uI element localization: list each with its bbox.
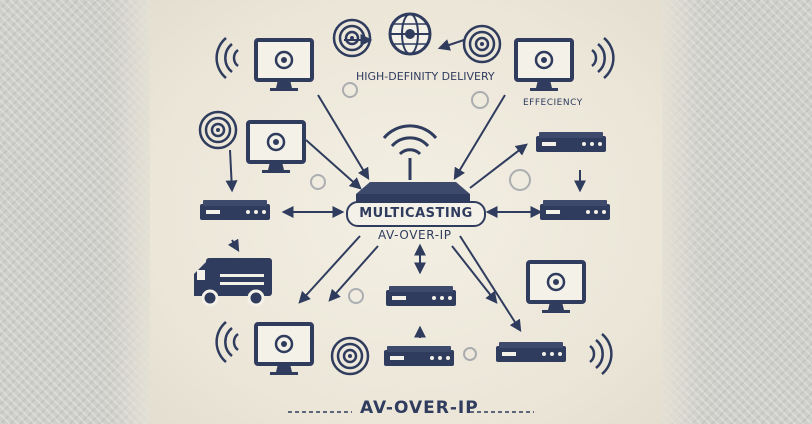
monitor-icon: [254, 322, 314, 377]
signal-waves-icon: [590, 36, 615, 80]
video-encoder-icon: [386, 286, 456, 306]
texture-right: [632, 0, 812, 424]
signal-waves-icon: [588, 332, 613, 376]
signal-waves-icon: [215, 320, 240, 364]
av-over-ip-center-label: AV-OVER-IP: [378, 228, 452, 242]
camera-icon: [310, 82, 531, 361]
wifi-icon: [382, 124, 438, 180]
monitor-icon: [246, 120, 306, 175]
video-encoder-icon: [540, 200, 610, 220]
efficiency-label: EFFECIENCY: [523, 98, 583, 108]
globe-icon: [388, 12, 432, 56]
video-encoder-icon: [384, 346, 454, 366]
van-icon: [194, 258, 272, 307]
monitor-icon: [254, 38, 314, 93]
router-icon: [356, 182, 470, 202]
signal-target-icon: [332, 18, 372, 58]
av-over-ip-title: AV-OVER-IP: [360, 398, 479, 418]
video-encoder-icon: [496, 342, 566, 362]
connection-lines: [225, 34, 586, 338]
monitor-icon: [514, 38, 574, 93]
signal-target-icon: [462, 24, 502, 64]
video-encoder-icon: [536, 132, 606, 152]
signal-target-icon: [330, 336, 370, 376]
multicasting-label: MULTICASTING: [346, 201, 486, 227]
signal-target-icon: [198, 110, 238, 150]
signal-waves-icon: [215, 36, 240, 80]
high-definition-label: HIGH-DEFINITY DELIVERY: [356, 70, 495, 83]
video-encoder-icon: [200, 200, 270, 220]
monitor-icon: [526, 260, 586, 315]
